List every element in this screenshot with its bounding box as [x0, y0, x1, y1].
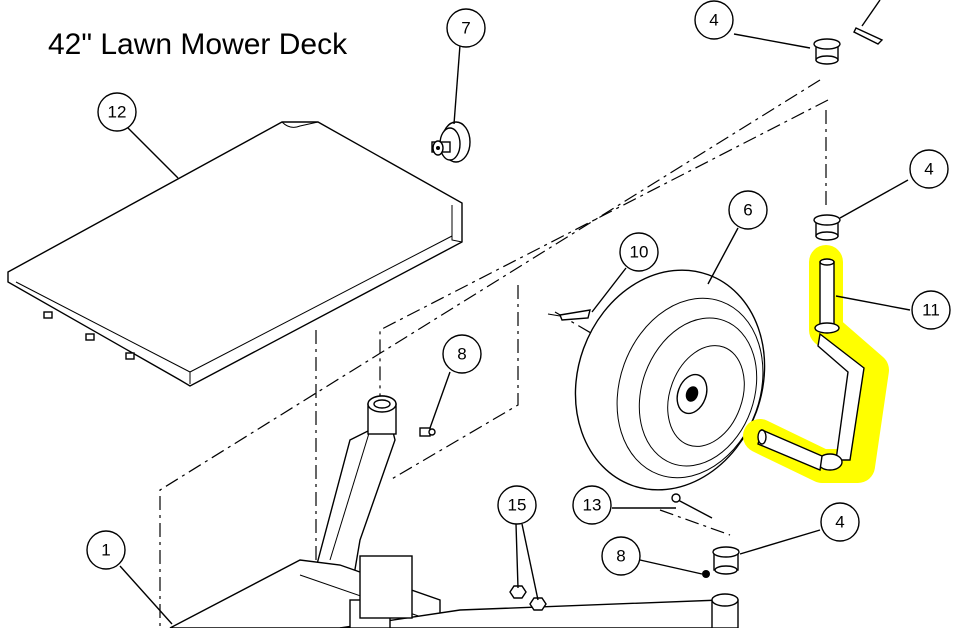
diagram-title: 42" Lawn Mower Deck	[48, 28, 348, 61]
callout-15: 15	[497, 485, 537, 525]
callout-8-upper: 8	[442, 334, 482, 374]
callout-number: 4	[709, 11, 718, 30]
callout-12: 12	[97, 92, 137, 132]
leader-lines	[119, 33, 911, 625]
assembly-lines	[159, 79, 829, 628]
callout-number: 8	[616, 547, 625, 566]
callout-number: 15	[508, 496, 527, 515]
callout-8-lower: 8	[601, 536, 641, 576]
callout-number: 11	[922, 301, 940, 320]
caster-axle-highlighted	[743, 245, 889, 483]
callout-number: 8	[457, 345, 466, 364]
callout-11: 11	[911, 290, 951, 330]
bushing-bottom	[712, 546, 740, 575]
deck-frame	[169, 395, 739, 628]
callout-10: 10	[619, 232, 659, 272]
callout-6: 6	[728, 190, 768, 230]
callout-1: 1	[86, 530, 126, 570]
callout-number: 6	[743, 201, 752, 220]
wheel	[574, 269, 766, 491]
nuts-15	[509, 585, 547, 611]
callout-number: 13	[583, 496, 602, 515]
callout-number: 4	[835, 513, 844, 532]
callout-number: 10	[630, 243, 649, 262]
cotter-pin-10	[547, 309, 591, 321]
adjustment-knob	[431, 121, 471, 163]
grease-fitting-lower	[702, 570, 710, 578]
callout-4-middle: 4	[909, 149, 949, 189]
callout-number: 12	[108, 103, 127, 122]
callout-number: 1	[101, 541, 110, 560]
callout-7: 7	[446, 8, 486, 48]
bushing-middle	[813, 214, 841, 241]
bushing-top	[813, 38, 841, 65]
callout-number: 4	[924, 160, 933, 179]
callout-4-top: 4	[694, 0, 734, 40]
cotter-pin-top	[853, 0, 884, 45]
deck-chute-cover	[7, 121, 463, 387]
bolt-13	[671, 493, 713, 519]
grease-fitting-upper	[419, 427, 436, 437]
callout-13: 13	[572, 485, 612, 525]
callout-4-bottom: 4	[820, 502, 860, 542]
callout-number: 7	[461, 19, 470, 38]
